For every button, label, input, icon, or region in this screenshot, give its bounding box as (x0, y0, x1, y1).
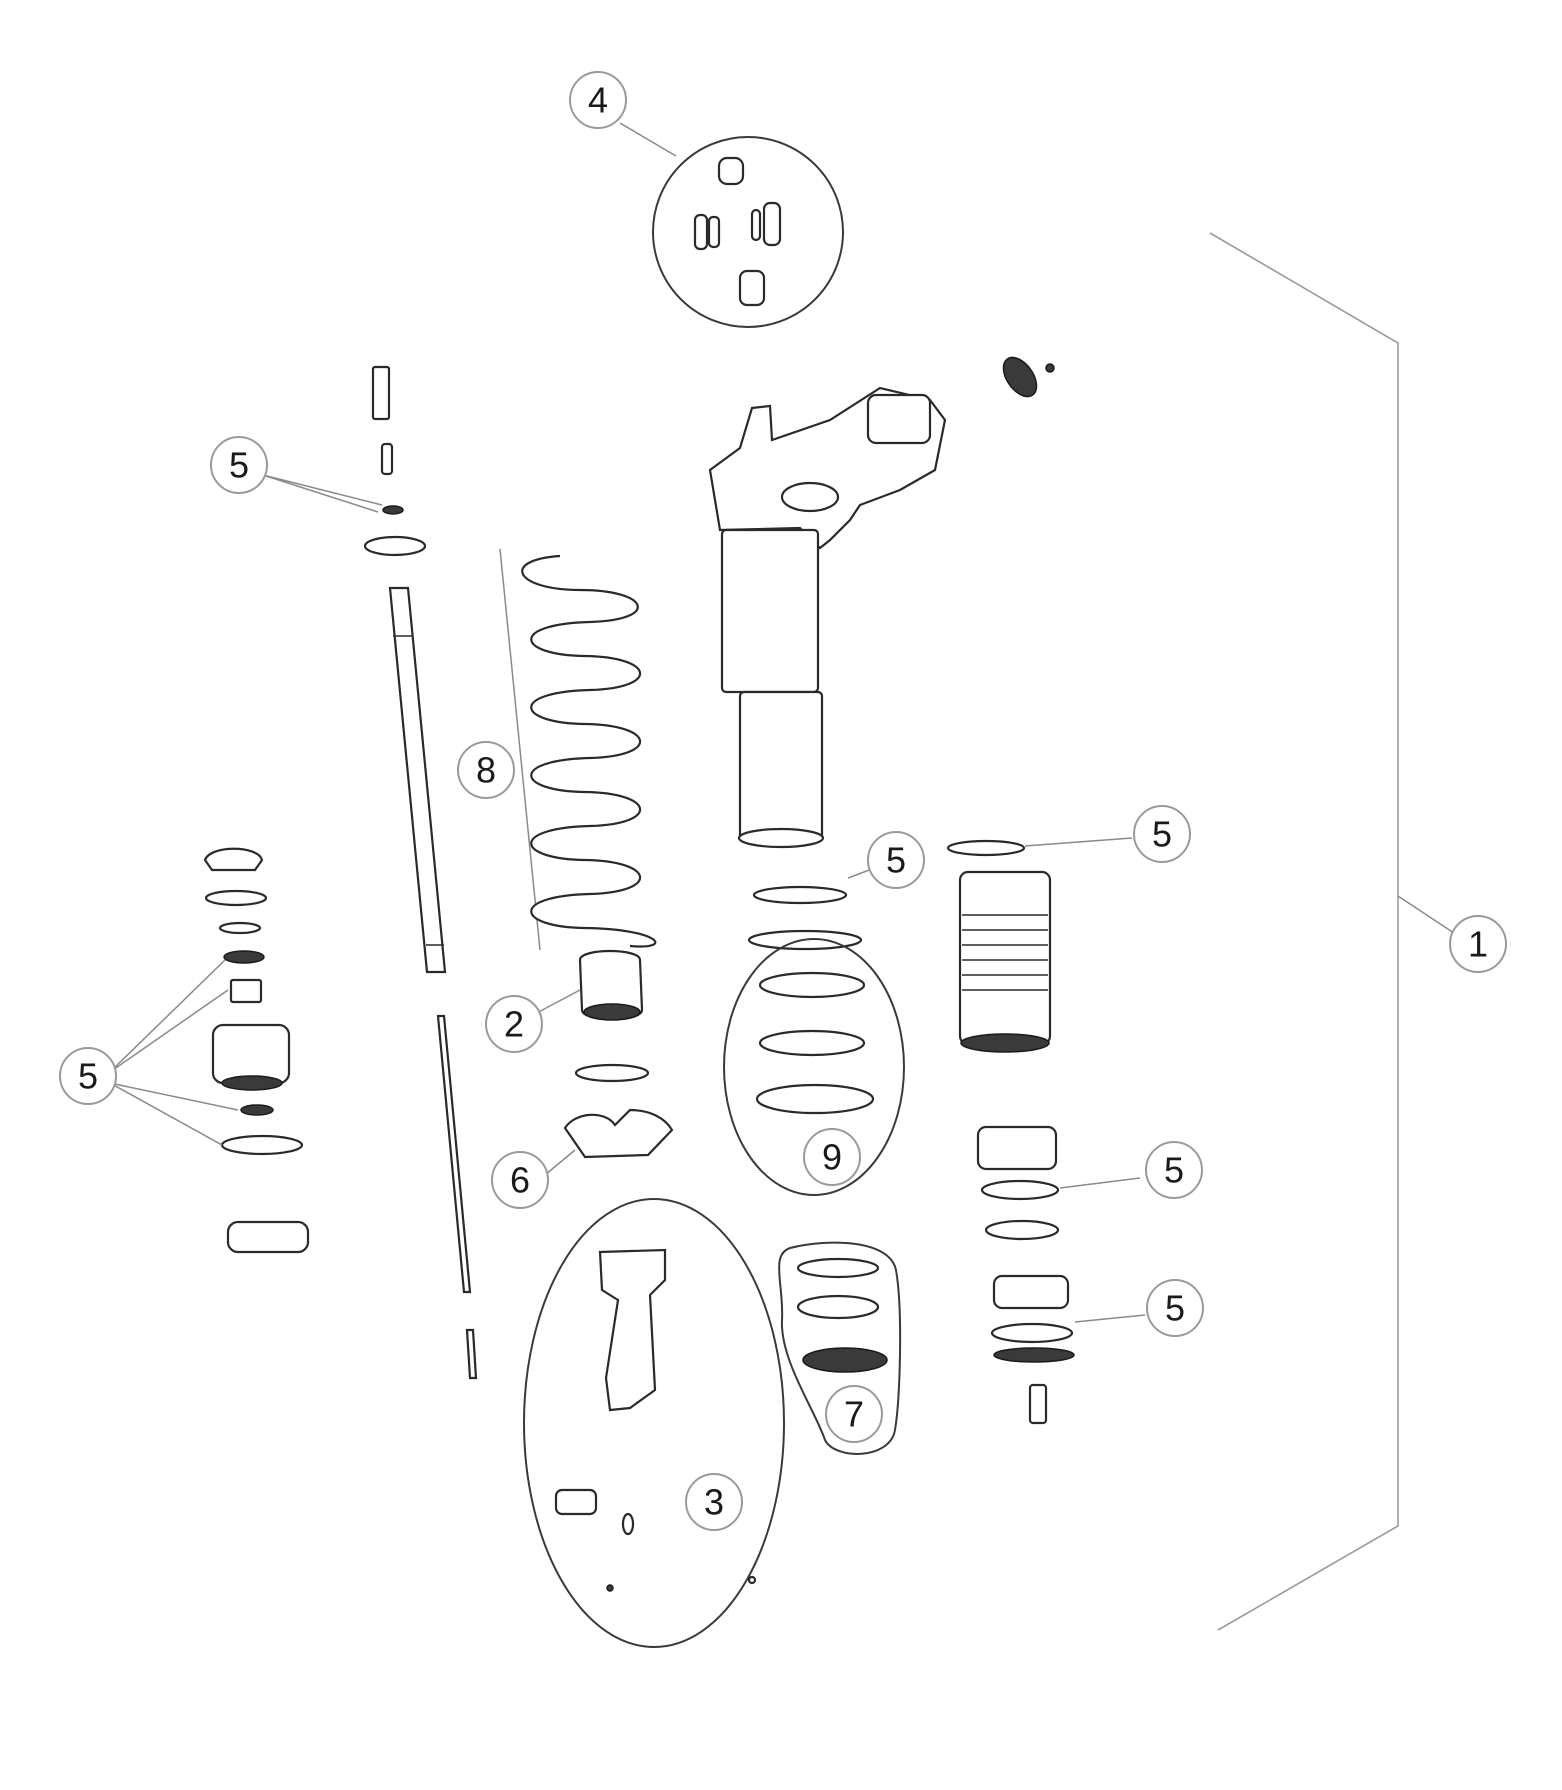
svg-text:1: 1 (1468, 924, 1488, 965)
body-seals (747, 865, 881, 951)
callout-9: 9 (803, 1128, 861, 1186)
reservoir-sleeve (946, 837, 1133, 1053)
svg-text:3: 3 (704, 1482, 724, 1523)
right-seal-stack (976, 1125, 1146, 1425)
callout-2: 2 (485, 995, 543, 1053)
washer (574, 1063, 650, 1083)
callout-5-right-middle: 5 (1145, 1141, 1203, 1199)
kit-4-circle (619, 122, 844, 328)
callout-6: 6 (491, 1151, 549, 1209)
callout-8: 8 (457, 741, 515, 799)
bump-stop (532, 949, 644, 1021)
callout-5-top-left: 5 (210, 436, 268, 494)
svg-text:5: 5 (1152, 814, 1172, 855)
svg-text:5: 5 (1164, 1150, 1184, 1191)
callout-5-center: 5 (867, 831, 925, 889)
clevis-group-3 (523, 1198, 785, 1648)
callout-4: 4 (569, 71, 627, 129)
seal-group-7 (778, 1241, 902, 1455)
svg-text:8: 8 (476, 750, 496, 791)
callout-3: 3 (685, 1473, 743, 1531)
left-parts-stack (109, 847, 310, 1254)
svg-text:5: 5 (1165, 1288, 1185, 1329)
svg-text:7: 7 (844, 1394, 864, 1435)
assembly-bracket (1209, 232, 1461, 1631)
svg-text:5: 5 (886, 840, 906, 881)
valve-pin-stack (262, 365, 427, 557)
shock-body (708, 356, 1055, 849)
piston-group-9 (723, 938, 905, 1196)
spring-retainer (544, 1108, 674, 1176)
svg-text:6: 6 (510, 1160, 530, 1201)
coil-spring (499, 548, 657, 951)
callout-7: 7 (825, 1385, 883, 1443)
callout-5-right-top: 5 (1133, 805, 1191, 863)
callout-1: 1 (1449, 915, 1507, 973)
svg-text:4: 4 (588, 80, 608, 121)
svg-text:5: 5 (229, 445, 249, 486)
svg-text:2: 2 (504, 1004, 524, 1045)
damper-shaft (388, 586, 447, 974)
callout-5-right-bottom: 5 (1146, 1279, 1204, 1337)
callout-5-left: 5 (59, 1047, 117, 1105)
svg-text:9: 9 (822, 1137, 842, 1178)
needle-rod (436, 1014, 478, 1380)
svg-text:5: 5 (78, 1056, 98, 1097)
